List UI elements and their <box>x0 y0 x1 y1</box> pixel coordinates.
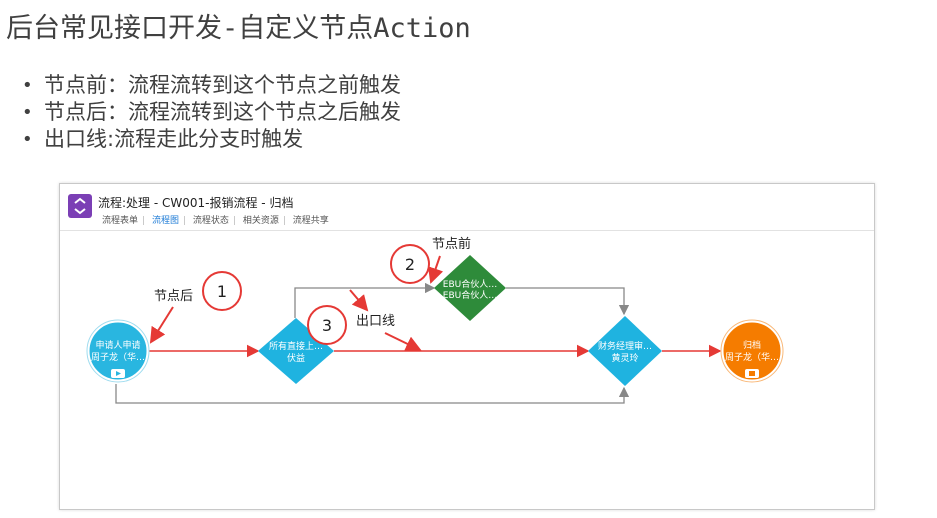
node-finance[interactable]: 财务经理审… 黄灵玲 <box>588 316 662 386</box>
bullet-list: •节点前：流程流转到这个节点之前触发 •节点后：流程流转到这个节点之后触发 •出… <box>22 72 401 153</box>
annotation-after-node: 节点后 <box>154 289 193 304</box>
tab-resources[interactable]: 相关资源 <box>242 216 279 226</box>
bullet-item: •节点后：流程流转到这个节点之后触发 <box>22 100 401 124</box>
node-label: EBU合伙人… <box>443 278 497 290</box>
svg-text:1: 1 <box>217 282 227 301</box>
bullet-text: 节点前：流程流转到这个节点之前触发 <box>44 73 401 97</box>
bullet-text: 节点后：流程流转到这个节点之后触发 <box>44 100 401 124</box>
bullet-item: •节点前：流程流转到这个节点之前触发 <box>22 73 401 97</box>
node-archive[interactable]: 归档 周子龙（华… <box>720 319 784 383</box>
marker-3: 3 <box>307 305 347 345</box>
bullet-item: •出口线:流程走此分支时触发 <box>22 127 304 151</box>
node-start[interactable]: 申请人申请 周子龙（华… <box>86 319 150 383</box>
pointer-exit-line-down <box>384 332 422 352</box>
pointer-before-node <box>428 255 444 284</box>
connector-to-ebu <box>294 282 436 318</box>
pointer-after-node <box>149 306 174 344</box>
node-label: 所有直接上… <box>269 340 323 352</box>
node-label: EBU合伙人… <box>443 289 497 301</box>
annotation-exit-line: 出口线 <box>356 314 395 329</box>
window-header: 流程:处理 - CW001-报销流程 - 归档 流程表单| 流程图| 流程状态|… <box>60 184 874 231</box>
connector-bottom-bypass <box>115 384 630 404</box>
slide-title: 后台常见接口开发-自定义节点Action <box>6 13 471 44</box>
pointer-exit-line-up <box>349 289 369 312</box>
node-label: 周子龙（华… <box>91 351 145 363</box>
marker-1: 1 <box>202 271 242 311</box>
tab-status[interactable]: 流程状态 <box>192 216 229 226</box>
svg-text:3: 3 <box>322 316 332 335</box>
workflow-app-icon <box>68 194 92 218</box>
node-label: 周子龙（华… <box>725 351 779 363</box>
node-label: 伏益 <box>287 352 305 364</box>
node-label: 归档 <box>743 339 761 351</box>
node-label: 申请人申请 <box>95 339 140 351</box>
svg-text:2: 2 <box>405 255 415 274</box>
node-label: 黄灵玲 <box>611 352 638 364</box>
node-ebu[interactable]: EBU合伙人… EBU合伙人… <box>434 255 506 321</box>
node-label: 财务经理审… <box>598 340 652 352</box>
connector-ebu-to-finance <box>506 287 630 316</box>
bullet-text: 出口线:流程走此分支时触发 <box>44 127 304 151</box>
tab-form[interactable]: 流程表单 <box>102 216 139 226</box>
tab-flowchart[interactable]: 流程图 <box>151 216 179 226</box>
annotation-before-node: 节点前 <box>432 236 471 252</box>
marker-2: 2 <box>390 244 430 284</box>
tab-bar: 流程表单| 流程图| 流程状态| 相关资源| 流程共享 <box>98 213 333 226</box>
tab-share[interactable]: 流程共享 <box>292 216 329 226</box>
window-title: 流程:处理 - CW001-报销流程 - 归档 <box>98 196 294 210</box>
